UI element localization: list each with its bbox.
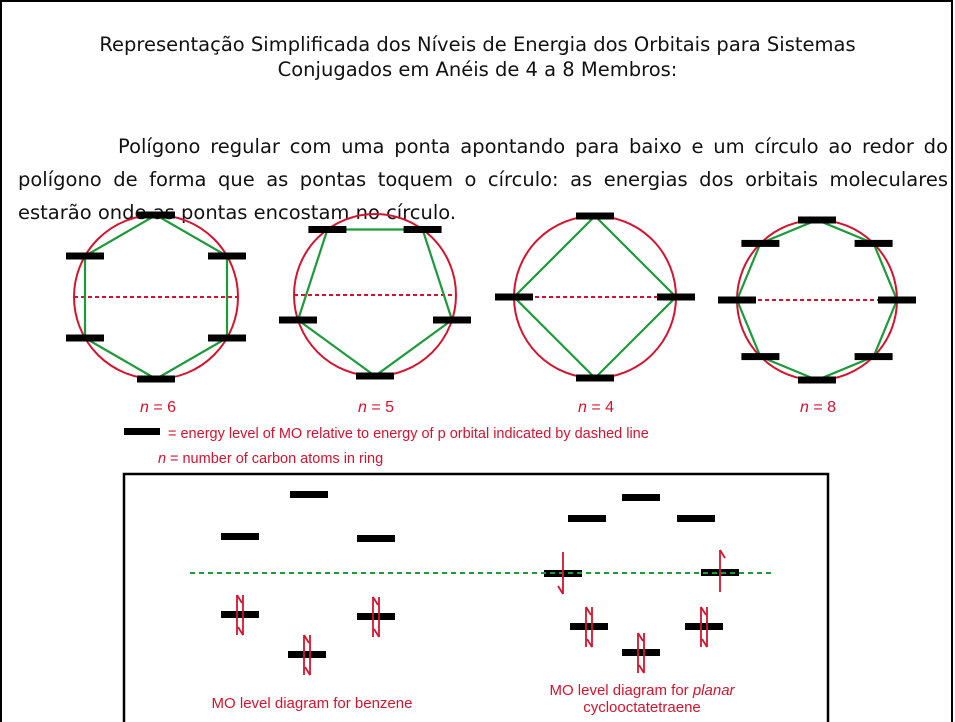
spin-down-arrow [237, 595, 244, 636]
mo-energy-level [741, 353, 780, 361]
mo-energy-level [741, 239, 780, 247]
cot-mo-level [570, 623, 608, 630]
mo-energy-level [878, 296, 916, 304]
legend-n-symbol: n [158, 451, 166, 467]
spin-down-arrow [304, 635, 311, 676]
mo-energy-level [137, 211, 175, 219]
spin-up-arrow [372, 596, 379, 637]
legend-bar-text: = energy level of MO relative to energy … [168, 426, 649, 442]
cot-mo-level [568, 515, 606, 522]
benzene-mo-diagram [221, 491, 395, 658]
ring-label-n6-rest: = 6 [149, 399, 176, 416]
spin-down-arrow [701, 607, 708, 648]
mo-energy-level [356, 372, 394, 380]
spin-up-arrow [719, 549, 726, 592]
electron-arrows [236, 549, 726, 676]
ring-n5 [279, 213, 471, 380]
cot-mo-level [685, 623, 723, 630]
cot-caption-line-1: MO level diagram for planar [549, 682, 735, 699]
mo-energy-level [308, 226, 347, 233]
mo-energy-level [66, 334, 104, 342]
mo-energy-level [66, 252, 104, 260]
title-line-2: Conjugados em Anéis de 4 a 8 Membros: [277, 58, 678, 81]
title-line-1: Representação Simplificada dos Níveis de… [99, 33, 856, 56]
mo-energy-level [208, 334, 246, 342]
ring-label-n4: n = 4 [578, 399, 614, 416]
spin-up-arrow [700, 606, 707, 647]
benzene-mo-level [357, 613, 395, 620]
spin-down-arrow [557, 552, 564, 595]
mo-energy-level [718, 296, 756, 304]
cot-caption-line-2: cyclooctatetraene [583, 699, 701, 716]
page-title: Representação Simplificada dos Níveis de… [40, 32, 915, 82]
mo-energy-level [137, 375, 175, 383]
legend-bar-symbol [124, 428, 160, 435]
spin-up-arrow [303, 634, 310, 675]
ring-label-n8: n = 8 [800, 399, 836, 416]
ring-n4 [495, 212, 695, 382]
spin-down-arrow [373, 597, 380, 638]
benzene-caption: MO level diagram for benzene [212, 695, 413, 712]
mo-energy-level [279, 316, 317, 324]
spin-down-arrow [638, 633, 645, 674]
ring-label-n5: n = 5 [358, 399, 394, 416]
ring-polygon [296, 228, 454, 378]
mo-energy-level [854, 239, 893, 247]
mo-energy-level [798, 216, 836, 224]
mo-energy-level [854, 353, 893, 361]
mo-energy-level [576, 212, 614, 220]
benzene-mo-level [290, 491, 328, 498]
ring-label-n6: n = 6 [140, 399, 176, 416]
cot-mo-diagram [544, 494, 739, 656]
cot-mo-level [677, 515, 715, 522]
spin-up-arrow [236, 594, 243, 635]
mo-diagram-box [122, 472, 830, 722]
ring-polygon [83, 213, 229, 381]
mo-energy-level [576, 374, 614, 382]
benzene-mo-level [221, 611, 259, 618]
spin-down-arrow [586, 607, 593, 648]
spin-up-arrow [585, 606, 592, 647]
description-paragraph: Polígono regular com uma ponta apontando… [18, 130, 948, 229]
ring-n6 [66, 211, 246, 383]
benzene-mo-level [288, 651, 326, 658]
mo-energy-level [657, 293, 695, 301]
mo-energy-level [798, 376, 836, 384]
benzene-mo-level [221, 533, 259, 540]
mo-energy-level [433, 316, 471, 324]
mo-energy-level [403, 226, 442, 233]
spin-up-arrow [637, 632, 644, 673]
paragraph-text: Polígono regular com uma ponta apontando… [18, 135, 948, 224]
mo-energy-level [208, 252, 246, 260]
mo-energy-level [495, 293, 533, 301]
ring-n8 [718, 216, 916, 384]
cot-mo-level [622, 649, 660, 656]
cot-mo-level [622, 494, 660, 501]
legend-n-text: = number of carbon atoms in ring [170, 451, 383, 467]
benzene-mo-level [357, 535, 395, 542]
